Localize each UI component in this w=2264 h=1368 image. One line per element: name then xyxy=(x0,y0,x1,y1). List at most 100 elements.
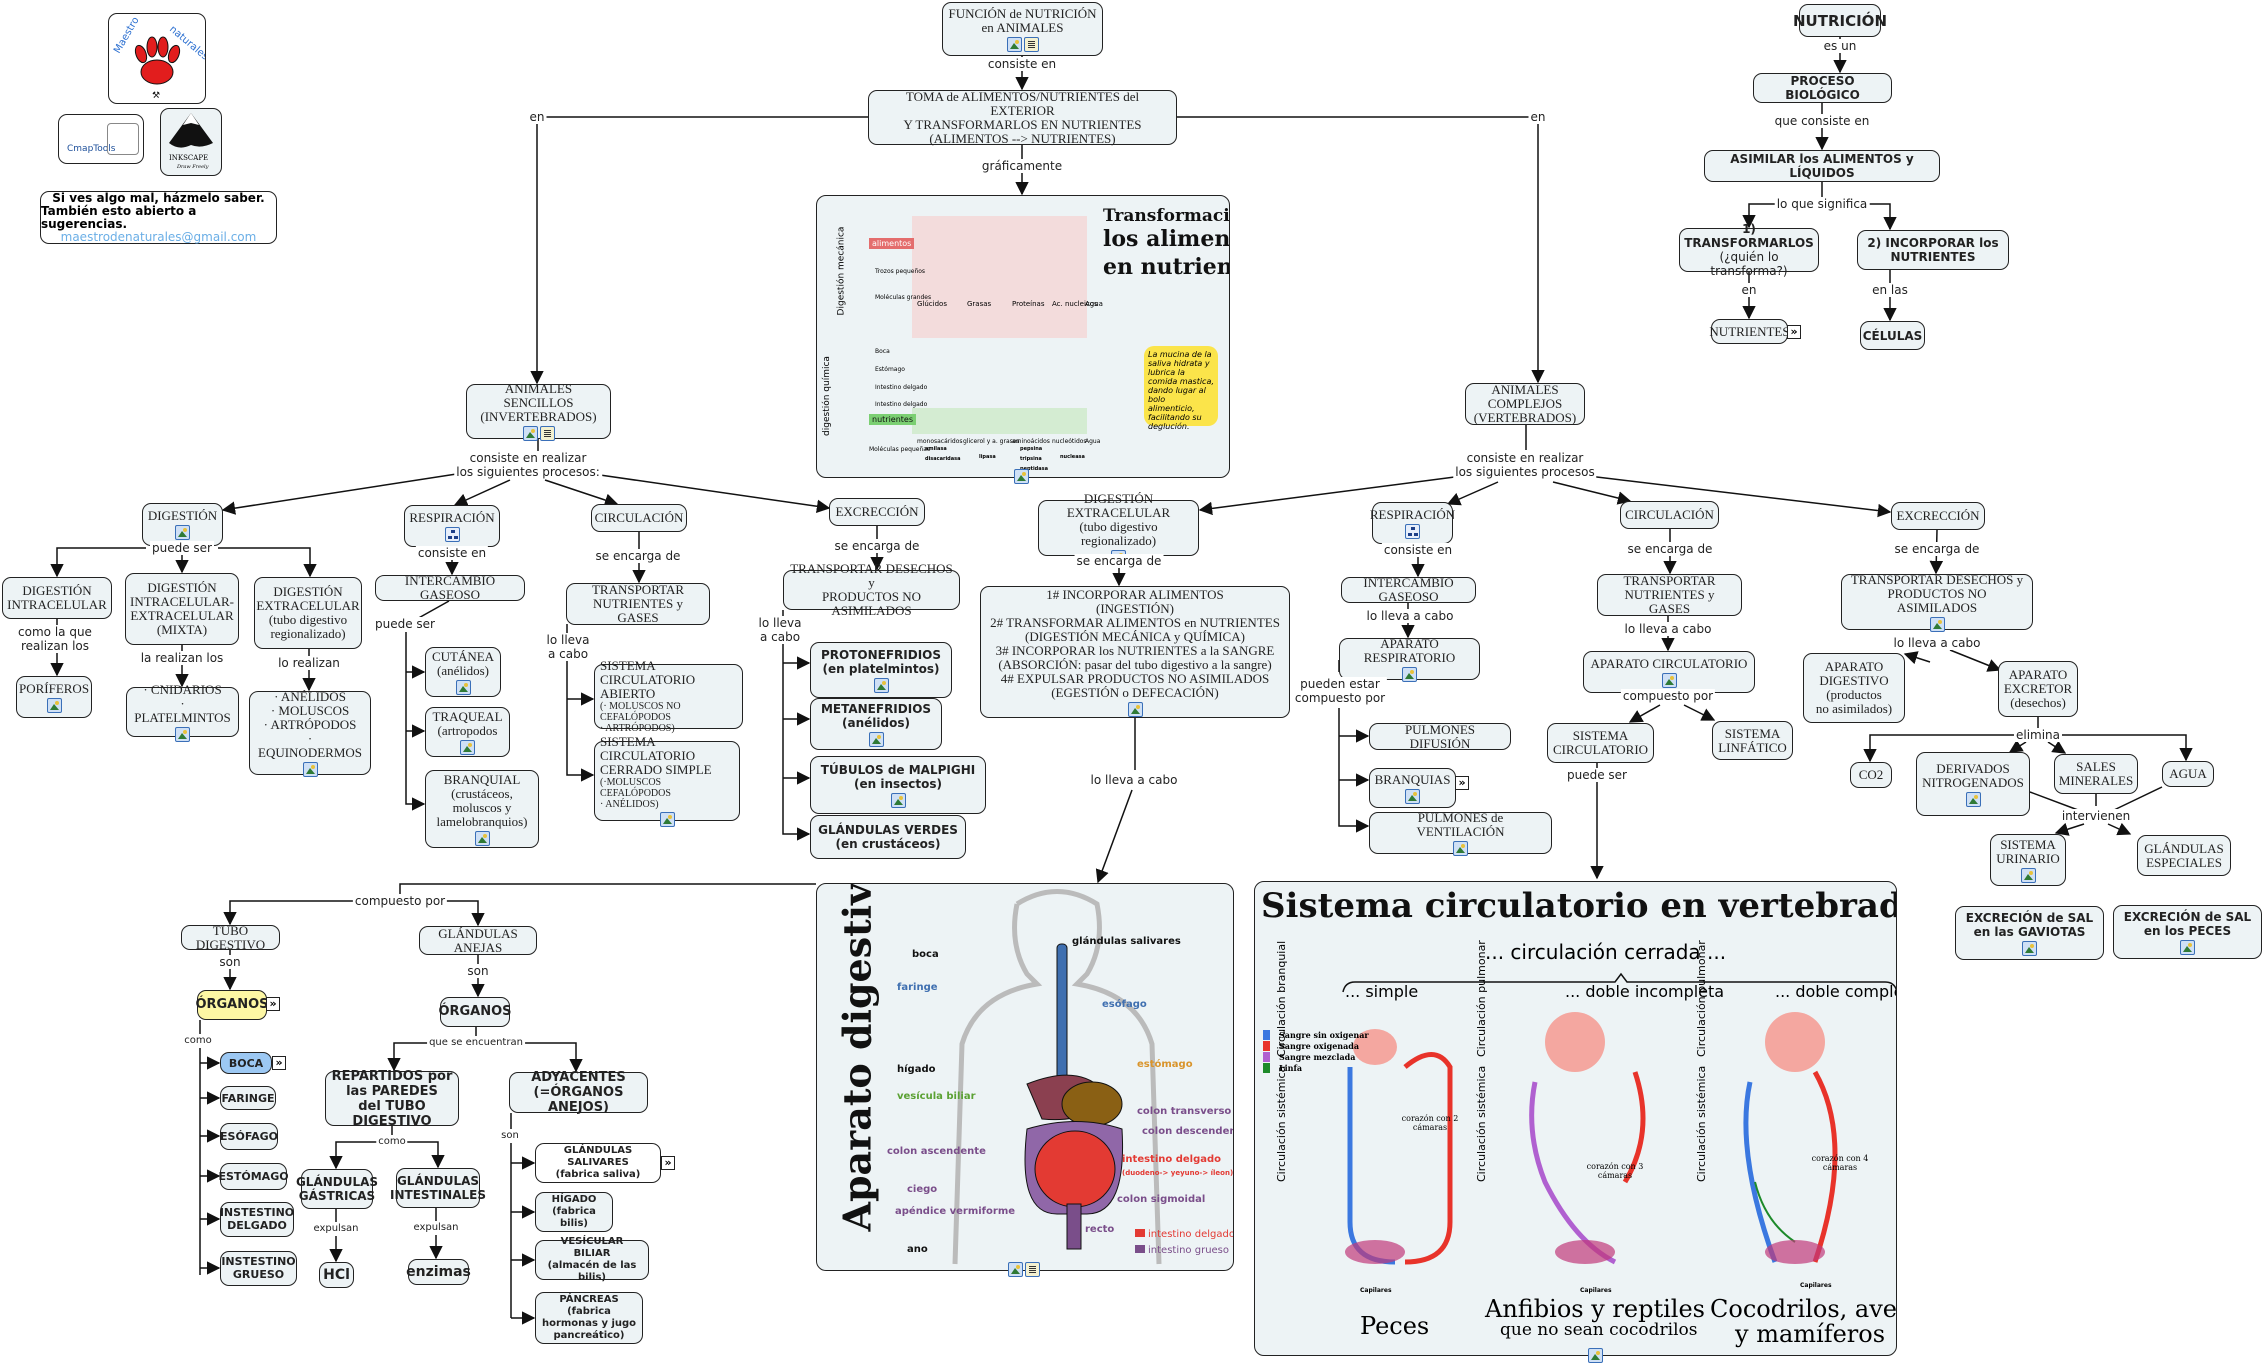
image-resource-icon[interactable] xyxy=(1402,666,1417,682)
node-glandulas-gastricas[interactable]: GLÁNDULAS GÁSTRICAS xyxy=(296,1169,378,1209)
node-tube-organ[interactable]: FARINGE xyxy=(220,1086,276,1110)
node-digestion-intracelular[interactable]: DIGESTIÓN INTRACELULAR xyxy=(2,577,112,619)
image-resource-icon[interactable] xyxy=(474,830,490,846)
concept-map-resource-icon[interactable] xyxy=(1405,523,1420,539)
node-tubo-digestivo[interactable]: TUBO DIGESTIVO xyxy=(181,923,280,951)
node-excrecion-sal-gaviotas[interactable]: EXCRECIÓN de SAL en las GAVIOTAS xyxy=(1955,906,2104,960)
image-resource-icon[interactable] xyxy=(455,679,471,695)
image-resource-icon[interactable] xyxy=(2022,940,2037,956)
node-aparato-digestivo-excrecion[interactable]: APARATO DIGESTIVO (productos no asimilad… xyxy=(1803,653,1905,723)
node-transportar-nutrientes-inv[interactable]: TRANSPORTAR NUTRIENTES y GASES xyxy=(566,583,710,625)
node-organo-anejo[interactable]: VESÍCULAR BILIAR(almacén de las bilis) xyxy=(535,1236,649,1283)
image-resource-icon[interactable] xyxy=(868,731,884,747)
nested-map-icon[interactable]: » xyxy=(266,997,280,1011)
node-digestion-extracelular-inv[interactable]: DIGESTIÓN EXTRACELULAR (tubo digestivo r… xyxy=(254,577,362,649)
node-glandulas-especiales[interactable]: GLÁNDULAS ESPECIALES xyxy=(2137,835,2231,876)
image-resource-icon[interactable] xyxy=(1929,616,1945,632)
image-resource-icon[interactable] xyxy=(1006,36,1022,52)
node-sistema-abierto[interactable]: SISTEMA CIRCULATORIO ABIERTO (· MOLUSCOS… xyxy=(594,659,743,734)
node-tube-organ[interactable]: ESÓFAGO xyxy=(220,1122,278,1150)
node-organo-anejo[interactable]: PÁNCREAS(fabrica hormonas y jugo pancreá… xyxy=(535,1292,643,1344)
node-animales-sencillos[interactable]: ANIMALES SENCILLOS (INVERTEBRADOS) xyxy=(466,382,611,441)
node-transformarlos[interactable]: 1) TRANSFORMARLOS (¿quién lo transforma?… xyxy=(1679,222,1819,278)
image-resource-icon[interactable] xyxy=(302,761,318,777)
node-branquial[interactable]: BRANQUIAL (crustáceos, moluscos y lamelo… xyxy=(425,770,539,848)
node-cnidarios[interactable]: · CNIDARIOS · PLATELMINTOS xyxy=(126,682,239,742)
concept-map-resource-icon[interactable] xyxy=(444,526,460,542)
node-incorporar[interactable]: 2) INCORPORAR los NUTRIENTES xyxy=(1857,230,2009,270)
image-resource-icon[interactable] xyxy=(1014,469,1029,484)
node-protonefridios[interactable]: PROTONEFRIDIOS (en platelmintos) xyxy=(810,642,952,698)
document-resource-icon[interactable] xyxy=(1025,1262,1040,1277)
node-aparato-circulatorio[interactable]: APARATO CIRCULATORIO xyxy=(1583,651,1755,693)
node-branquias[interactable]: BRANQUIAS xyxy=(1369,768,1456,808)
node-organos-tubo[interactable]: ÓRGANOS xyxy=(195,990,269,1020)
node-digestion-mixta[interactable]: DIGESTIÓN INTRACELULAR- EXTRACELULAR (MI… xyxy=(125,573,239,645)
node-transportar-nutrientes-vert[interactable]: TRANSPORTAR NUTRIENTES y GASES xyxy=(1597,574,1742,616)
node-sistema-cerrado-simple[interactable]: SISTEMA CIRCULATORIO CERRADO SIMPLE (·MO… xyxy=(594,735,740,827)
node-respiracion-inv[interactable]: RESPIRACIÓN xyxy=(404,505,500,547)
image-resource-icon[interactable] xyxy=(2020,867,2036,883)
node-excrecion-vert[interactable]: EXCRECCIÓN xyxy=(1891,502,1985,530)
node-pulmones-difusion[interactable]: PULMONES DIFUSIÓN xyxy=(1369,722,1511,750)
node-traqueal[interactable]: TRAQUEAL (artropodos xyxy=(425,707,510,757)
node-transportar-desechos-inv[interactable]: TRANSPORTAR DESECHOS y PRODUCTOS NO ASIM… xyxy=(783,562,960,618)
node-tube-organ[interactable]: BOCA xyxy=(220,1052,272,1074)
node-tube-organ[interactable]: ESTÓMAGO xyxy=(218,1162,289,1190)
node-respiracion-vert[interactable]: RESPIRACIÓN xyxy=(1370,502,1455,544)
image-resource-icon[interactable] xyxy=(1405,788,1420,804)
image-resource-icon[interactable] xyxy=(1453,840,1468,856)
image-resource-icon[interactable] xyxy=(1661,672,1677,688)
node-tube-organ[interactable]: INSTESTINO GRUESO xyxy=(220,1250,297,1286)
node-cutanea[interactable]: CUTÁNEA (anélidos) xyxy=(425,647,501,697)
node-agua[interactable]: AGUA xyxy=(2162,761,2214,787)
node-digestion-extracelular-vert[interactable]: DIGESTIÓN EXTRACELULAR (tubo digestivo r… xyxy=(1038,491,1199,565)
node-tube-organ[interactable]: INSTESTINO DELGADO xyxy=(220,1201,294,1237)
node-poriferos[interactable]: PORÍFEROS xyxy=(16,676,92,718)
node-sistema-urinario[interactable]: SISTEMA URINARIO xyxy=(1990,834,2066,886)
image-resource-icon[interactable] xyxy=(175,726,190,742)
node-asimilar[interactable]: ASIMILAR los ALIMENTOS y LÍQUIDOS xyxy=(1704,150,1940,182)
node-sales-minerales[interactable]: SALES MINERALES xyxy=(2054,754,2138,794)
node-co2[interactable]: CO2 xyxy=(1850,762,1892,788)
node-organo-anejo[interactable]: GLÁNDULAS SALIVARES(fabrica saliva) xyxy=(535,1143,661,1183)
image-resource-icon[interactable] xyxy=(890,792,906,808)
node-excrecion-sal-peces[interactable]: EXCRECIÓN de SAL en los PECES xyxy=(2113,905,2262,959)
document-resource-icon[interactable] xyxy=(539,426,555,441)
image-resource-icon[interactable] xyxy=(175,525,190,540)
image-resource-icon[interactable] xyxy=(659,812,675,827)
image-resource-icon[interactable] xyxy=(46,697,62,713)
node-invertebrate-groups[interactable]: · ANÉLIDOS · MOLUSCOS · ARTRÓPODOS · EQU… xyxy=(249,689,371,777)
node-glandulas-intestinales[interactable]: GLÁNDULAS INTESTINALES xyxy=(390,1168,486,1208)
node-circulacion-inv[interactable]: CIRCULACIÓN xyxy=(591,504,687,532)
node-transportar-desechos-vert[interactable]: TRANSPORTAR DESECHOS y PRODUCTOS NO ASIM… xyxy=(1841,572,2033,632)
nested-map-icon[interactable]: » xyxy=(1787,325,1801,339)
node-metanefridios[interactable]: METANEFRIDIOS (anélidos) xyxy=(810,698,942,750)
node-funcion-nutricion[interactable]: FUNCIÓN de NUTRICIÓN en ANIMALES xyxy=(942,2,1103,56)
node-nutricion[interactable]: NUTRICIÓN xyxy=(1793,4,1887,37)
node-enzimas[interactable]: enzimas xyxy=(406,1259,471,1285)
node-pulmones-ventilacion[interactable]: PULMONES de VENTILACIÓN xyxy=(1369,810,1552,856)
node-intercambio-vert[interactable]: INTERCAMBIO GASEOSO xyxy=(1341,576,1476,604)
node-digestion-steps[interactable]: 1# INCORPORAR ALIMENTOS(INGESTIÓN)2# TRA… xyxy=(980,586,1290,718)
image-resource-icon[interactable] xyxy=(460,739,475,755)
nested-map-icon[interactable]: » xyxy=(661,1156,675,1170)
node-digestion-inv[interactable]: DIGESTIÓN xyxy=(142,503,223,546)
image-resource-icon[interactable] xyxy=(2180,939,2195,955)
node-adyacentes[interactable]: ADYACENTES (=ÓRGANOS ANEJOS) xyxy=(509,1070,648,1115)
image-resource-icon[interactable] xyxy=(1588,1348,1603,1363)
node-organo-anejo[interactable]: HÍGADO(fabrica bilis) xyxy=(535,1192,613,1232)
node-sistema-linfatico[interactable]: SISTEMA LINFÁTICO xyxy=(1712,721,1793,760)
node-toma-alimentos[interactable]: TOMA de ALIMENTOS/NUTRIENTES del EXTERIO… xyxy=(868,89,1177,145)
node-intercambio-inv[interactable]: INTERCAMBIO GASEOSO xyxy=(375,574,525,602)
nested-map-icon[interactable]: » xyxy=(1455,776,1469,790)
node-glandulas-anejas[interactable]: GLÁNDULAS ANEJAS xyxy=(419,926,537,955)
image-resource-icon[interactable] xyxy=(522,426,538,441)
node-hcl[interactable]: HCl xyxy=(319,1262,354,1288)
node-circulacion-vert[interactable]: CIRCULACIÓN xyxy=(1620,501,1719,529)
node-aparato-excretor[interactable]: APARATO EXCRETOR (desechos) xyxy=(1998,661,2078,717)
image-resource-icon[interactable] xyxy=(1127,701,1143,717)
node-animales-complejos[interactable]: ANIMALES COMPLEJOS (VERTEBRADOS) xyxy=(1465,383,1585,425)
nested-map-icon[interactable]: » xyxy=(272,1056,286,1070)
node-nutrientes-link[interactable]: NUTRIENTES xyxy=(1709,319,1790,344)
